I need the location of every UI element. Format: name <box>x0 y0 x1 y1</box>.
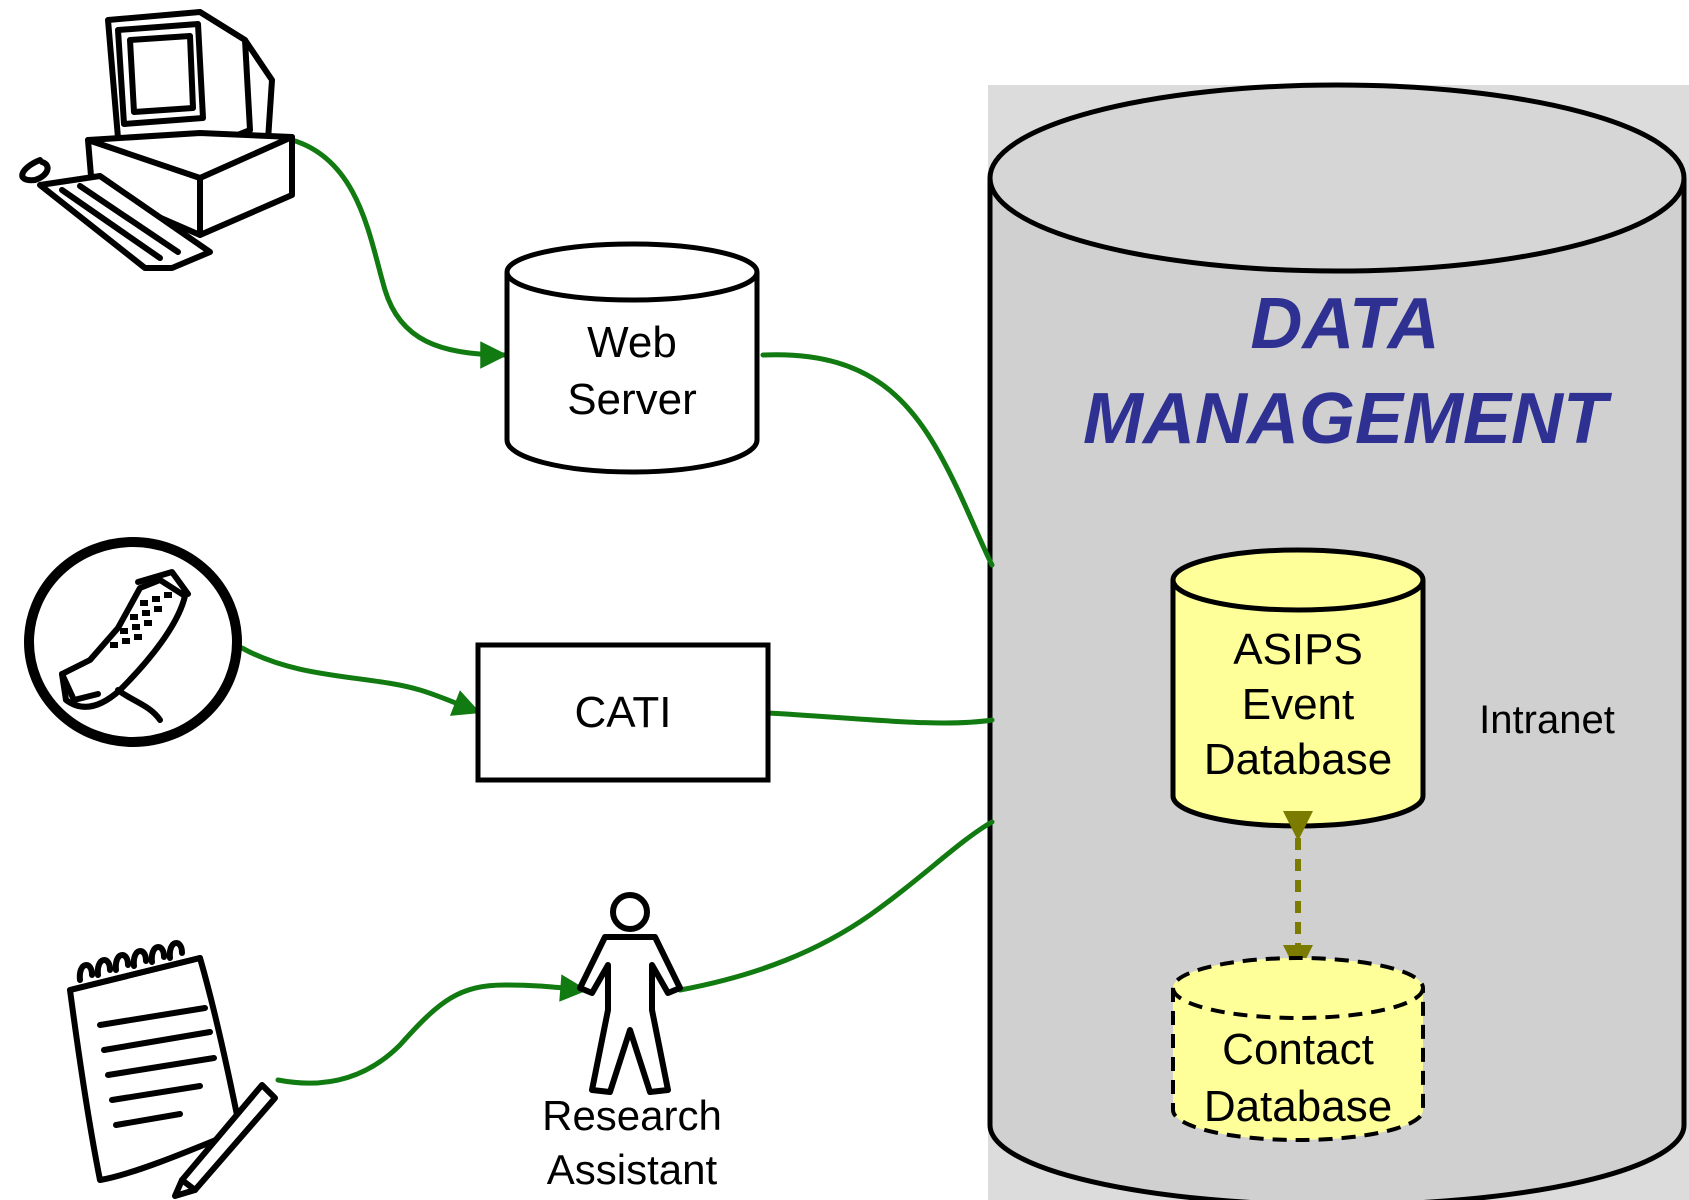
cati-node: CATI <box>475 642 771 783</box>
contact-label-line2: Database <box>1204 1082 1392 1131</box>
flow-phone-to-cati <box>239 645 481 716</box>
flow-webserver-to-data-management <box>760 352 995 568</box>
asips-label-line3: Database <box>1204 735 1392 784</box>
research-assistant-label-line1: Research <box>542 1092 722 1139</box>
data-management-title-line2: MANAGEMENT <box>1083 379 1613 459</box>
web-server-label-line1: Web <box>587 318 677 367</box>
asips-label-line2: Event <box>1242 680 1355 729</box>
contact-database-node: Contact Database <box>1171 956 1425 1142</box>
research-assistant-label-line2: Assistant <box>547 1146 718 1193</box>
telephone-icon <box>24 537 242 747</box>
asips-event-database-node: ASIPS Event Database <box>1170 547 1426 829</box>
flow-computer-to-webserver <box>289 137 508 369</box>
flow-research-assistant-to-data-management <box>677 819 995 993</box>
web-server-node: Web Server <box>504 241 760 475</box>
computer-icon <box>19 9 295 271</box>
contact-label-line1: Contact <box>1222 1025 1374 1074</box>
web-server-label-line2: Server <box>567 375 697 424</box>
flow-cati-to-data-management <box>765 710 995 726</box>
intranet-label: Intranet <box>1479 698 1615 742</box>
cati-label: CATI <box>575 688 672 737</box>
flow-form-to-research-assistant <box>275 974 588 1086</box>
person-icon: Research Assistant <box>542 892 722 1193</box>
asips-label-line1: ASIPS <box>1233 625 1363 674</box>
paper-form-icon <box>67 940 278 1199</box>
data-management-title-line1: DATA <box>1250 284 1439 364</box>
